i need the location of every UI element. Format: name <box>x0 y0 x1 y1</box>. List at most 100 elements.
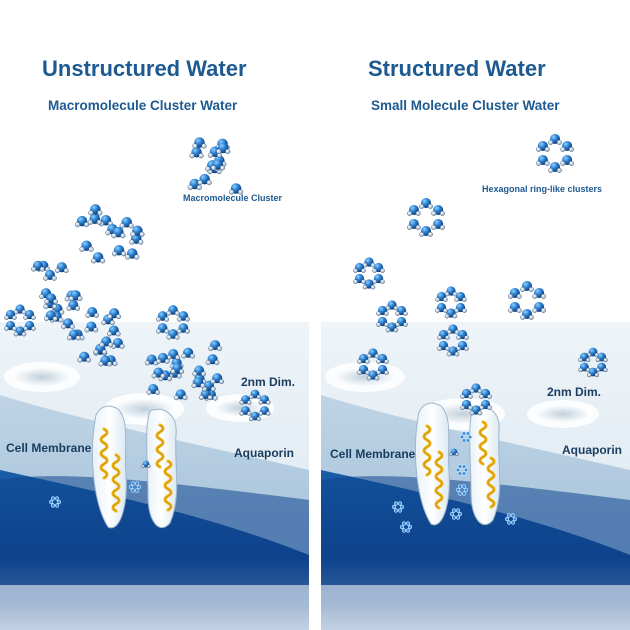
hydrogen-atom <box>365 359 369 363</box>
atom-dot <box>55 504 59 508</box>
hydrogen-atom <box>39 294 44 299</box>
hydrogen-atom <box>508 294 513 299</box>
hydrogen-atom <box>155 390 160 395</box>
hydrogen-atom <box>419 232 424 237</box>
hydrogen-atom <box>533 308 538 313</box>
water-molecule-icon <box>91 252 105 263</box>
right-dimension-label: 2nm Dim. <box>547 385 601 399</box>
water-molecule-icon <box>80 240 94 251</box>
hydrogen-atom <box>432 225 437 230</box>
hydrogen-atom <box>85 328 90 333</box>
hydrogen-atom <box>595 373 599 377</box>
hydrogen-atom <box>386 328 390 332</box>
atom-dot <box>507 521 511 525</box>
bottom-fade <box>0 585 309 630</box>
hydrogen-atom <box>211 165 216 170</box>
hexagonal-cluster-icon <box>508 281 545 320</box>
hydrogen-atom <box>533 294 538 299</box>
hydrogen-atom <box>247 400 251 404</box>
hydrogen-atom <box>468 394 472 398</box>
atom-dot <box>129 485 133 489</box>
water-molecule-icon <box>363 257 375 267</box>
hydrogen-atom <box>14 332 18 336</box>
atom-dot <box>51 504 55 508</box>
atom-dot <box>394 509 398 513</box>
hydrogen-atom <box>140 232 145 237</box>
hydrogen-atom <box>209 346 214 351</box>
hydrogen-atom <box>97 220 102 225</box>
water-molecule-icon <box>508 288 521 299</box>
hydrogen-atom <box>175 335 179 339</box>
hydrogen-atom <box>259 411 263 415</box>
left-title: Unstructured Water <box>42 56 247 82</box>
hydrogen-atom <box>70 324 75 329</box>
hydrogen-atom <box>445 314 449 318</box>
water-molecule-icon <box>167 305 180 315</box>
hydrogen-atom <box>384 322 388 326</box>
hydrogen-atom <box>266 411 270 415</box>
hydrogen-atom <box>376 311 380 315</box>
water-molecule-icon <box>55 262 68 273</box>
water-molecule-icon <box>193 137 207 148</box>
water-molecule-icon <box>120 217 134 228</box>
hydrogen-atom <box>455 352 459 356</box>
water-molecule-icon <box>67 300 80 311</box>
hydrogen-atom <box>249 395 253 399</box>
hydrogen-atom <box>167 376 172 381</box>
hydrogen-atom <box>142 465 145 468</box>
atom-dot <box>464 488 468 492</box>
water-molecule-icon <box>454 303 466 313</box>
hydrogen-atom <box>167 311 171 315</box>
hydrogen-atom <box>213 396 218 401</box>
hydrogen-atom <box>240 411 244 415</box>
hydrogen-atom <box>460 394 464 398</box>
hydrogen-atom <box>460 405 464 409</box>
hydrogen-atom <box>112 251 117 256</box>
hydrogen-atom <box>94 313 99 318</box>
atom-dot <box>450 512 454 516</box>
hydrogen-atom <box>156 329 160 333</box>
right-subtitle: Small Molecule Cluster Water <box>371 98 560 113</box>
hydrogen-atom <box>453 314 457 318</box>
right-channel-label: Aquaporin <box>562 443 622 457</box>
hydrogen-atom <box>376 359 380 363</box>
atom-dot <box>456 488 460 492</box>
water-molecule-icon <box>112 245 126 256</box>
right-cluster-label: Hexagonal ring-like clusters <box>482 184 602 194</box>
atom-dot <box>458 472 462 476</box>
hydrogen-atom <box>257 417 261 421</box>
hydrogen-atom <box>569 161 574 166</box>
hydrogen-atom <box>536 161 541 166</box>
hydrogen-atom <box>52 304 57 309</box>
hydrogen-atom <box>380 268 384 272</box>
hydrogen-atom <box>361 279 365 283</box>
hydrogen-atom <box>266 400 270 404</box>
hydrogen-atom <box>437 346 441 350</box>
water-molecule-icon <box>432 219 445 230</box>
hydrogen-atom <box>541 308 546 313</box>
membrane-pore-icon <box>12 367 72 387</box>
atom-dot <box>131 489 135 493</box>
hydrogen-atom <box>361 268 365 272</box>
hydrogen-atom <box>470 411 474 415</box>
water-molecule-icon <box>508 302 521 313</box>
bottom-fade <box>321 585 630 630</box>
macromolecule-cluster-icon <box>75 204 144 263</box>
hydrogen-atom <box>216 149 221 154</box>
atom-dot <box>462 485 466 489</box>
atom-dot <box>392 505 396 509</box>
water-molecule-icon <box>445 286 457 296</box>
hydrogen-atom <box>419 204 424 209</box>
hydrogen-atom <box>53 299 58 304</box>
hydrogen-atom <box>192 383 197 388</box>
hydrogen-atom <box>367 376 371 380</box>
hydrogen-atom <box>94 350 99 355</box>
hydrogen-atom <box>167 335 171 339</box>
atom-dot <box>458 485 462 489</box>
hydrogen-atom <box>487 394 491 398</box>
hydrogen-atom <box>579 368 583 372</box>
hydrogen-atom <box>443 308 447 312</box>
hydrogen-atom <box>152 374 157 379</box>
hydrogen-atom <box>129 223 134 228</box>
hydrogen-atom <box>185 329 189 333</box>
